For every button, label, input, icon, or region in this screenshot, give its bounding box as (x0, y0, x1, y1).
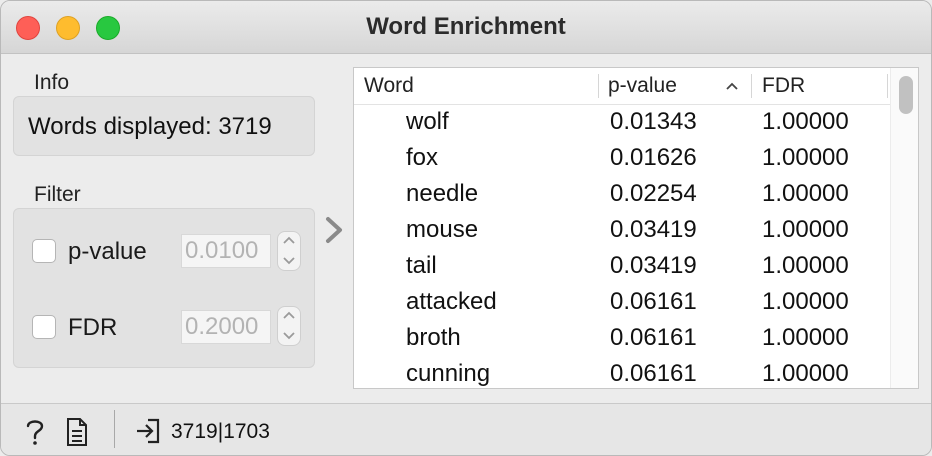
cell-pvalue: 0.03419 (610, 216, 697, 243)
cell-pvalue: 0.01343 (610, 108, 697, 135)
cell-word: attacked (406, 288, 497, 315)
pvalue-threshold-input[interactable] (181, 234, 271, 268)
minimize-window-button[interactable] (56, 16, 80, 40)
cell-fdr: 1.00000 (762, 288, 849, 315)
column-header-pvalue[interactable]: p-value (608, 74, 677, 97)
fdr-threshold-input[interactable] (181, 310, 271, 344)
cell-word: wolf (406, 108, 449, 135)
cell-fdr: 1.00000 (762, 324, 849, 351)
sort-ascending-icon (726, 82, 738, 90)
cell-fdr: 1.00000 (762, 216, 849, 243)
status-bar-separator (114, 410, 115, 448)
cell-word: fox (406, 144, 439, 171)
info-box: Words displayed: 3719 (13, 96, 315, 156)
cell-word: needle (406, 180, 479, 207)
column-separator[interactable] (598, 74, 599, 98)
maximize-window-button[interactable] (96, 16, 120, 40)
pvalue-checkbox[interactable] (32, 239, 56, 263)
filter-box: p-value FDR (13, 208, 315, 368)
cell-word: mouse (406, 216, 479, 243)
table-row[interactable]: fox 0.01626 1.00000 (354, 140, 890, 176)
cell-fdr: 1.00000 (762, 144, 849, 171)
cell-pvalue: 0.02254 (610, 180, 697, 207)
cell-fdr: 1.00000 (762, 252, 849, 279)
word-table: Word p-value FDR wolf 0.01343 1.00000 fo… (353, 67, 919, 389)
info-section-label: Info (34, 71, 70, 94)
cell-pvalue: 0.06161 (610, 288, 697, 315)
fdr-checkbox[interactable] (32, 315, 56, 339)
scrollbar-thumb[interactable] (899, 76, 913, 114)
close-window-button[interactable] (16, 16, 40, 40)
help-icon[interactable] (23, 417, 47, 447)
filter-section-label: Filter (34, 183, 81, 206)
cell-fdr: 1.00000 (762, 360, 849, 387)
table-vertical-scrollbar[interactable] (890, 68, 918, 388)
pvalue-checkbox-label[interactable]: p-value (68, 238, 147, 265)
column-separator[interactable] (751, 74, 752, 98)
table-row[interactable]: needle 0.02254 1.00000 (354, 176, 890, 212)
title-bar: Word Enrichment (1, 1, 931, 54)
pvalue-stepper[interactable] (277, 231, 301, 271)
table-header: Word p-value FDR (354, 68, 890, 105)
cell-pvalue: 0.06161 (610, 360, 697, 387)
report-icon[interactable] (65, 417, 89, 447)
chevron-down-icon[interactable] (283, 256, 295, 265)
chevron-down-icon[interactable] (283, 331, 295, 340)
cell-word: cunning (406, 360, 491, 387)
words-displayed-text: Words displayed: 3719 (28, 113, 272, 140)
column-header-word[interactable]: Word (364, 74, 414, 97)
chevron-up-icon[interactable] (283, 311, 295, 320)
fdr-stepper[interactable] (277, 306, 301, 346)
cell-pvalue: 0.06161 (610, 324, 697, 351)
collapse-panel-arrow-icon[interactable] (323, 215, 347, 245)
cell-word: tail (406, 252, 437, 279)
column-header-fdr[interactable]: FDR (762, 74, 806, 97)
table-row[interactable]: broth 0.06161 1.00000 (354, 320, 890, 356)
table-row[interactable]: mouse 0.03419 1.00000 (354, 212, 890, 248)
input-icon (137, 418, 160, 444)
cell-fdr: 1.00000 (762, 108, 849, 135)
column-separator[interactable] (887, 74, 888, 98)
fdr-checkbox-label[interactable]: FDR (68, 314, 118, 341)
window-title: Word Enrichment (366, 13, 566, 40)
table-row[interactable]: cunning 0.06161 1.00000 (354, 356, 890, 388)
table-row[interactable]: wolf 0.01343 1.00000 (354, 104, 890, 140)
status-bar: 3719|1703 (1, 403, 931, 455)
table-row[interactable]: tail 0.03419 1.00000 (354, 248, 890, 284)
cell-pvalue: 0.01626 (610, 144, 697, 171)
cell-word: broth (406, 324, 461, 351)
chevron-up-icon[interactable] (283, 236, 295, 245)
data-summary-text: 3719|1703 (171, 420, 270, 443)
cell-pvalue: 0.03419 (610, 252, 697, 279)
table-row[interactable]: attacked 0.06161 1.00000 (354, 284, 890, 320)
cell-fdr: 1.00000 (762, 180, 849, 207)
